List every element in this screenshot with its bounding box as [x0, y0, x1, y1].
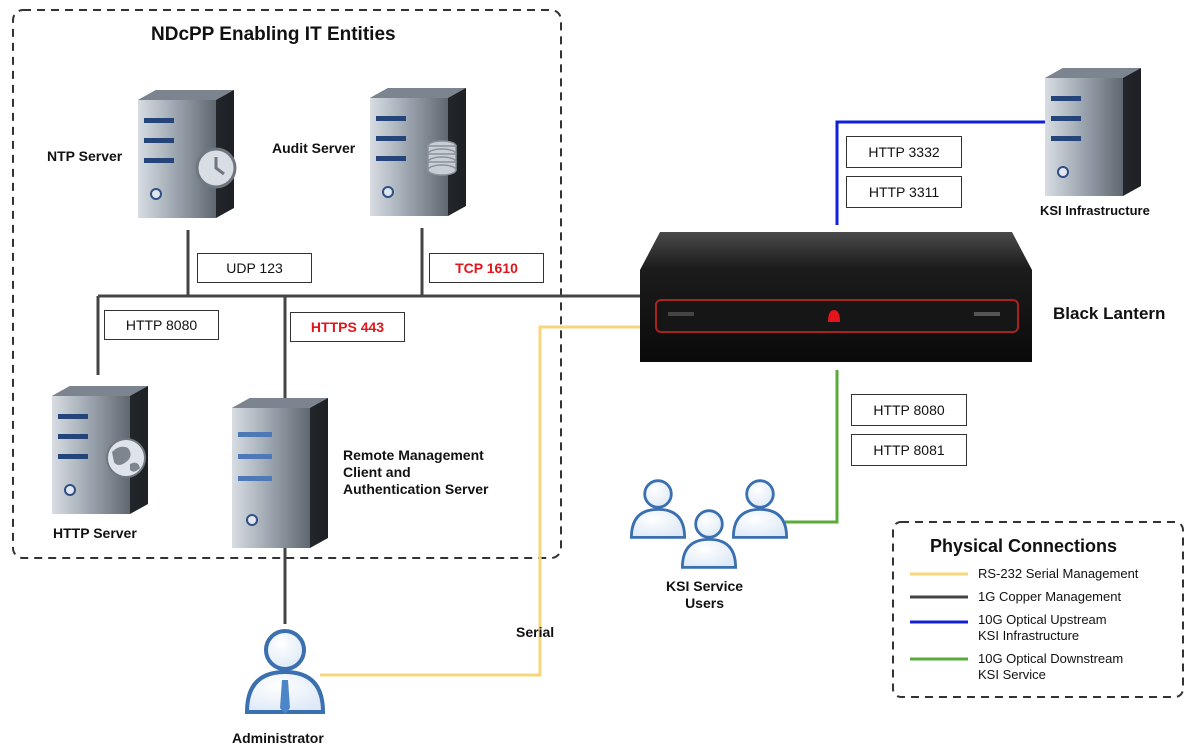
http-server-label: HTTP Server — [53, 525, 137, 541]
port-http-8080-left: HTTP 8080 — [104, 310, 219, 340]
ntp-server — [137, 89, 237, 219]
database-icon — [427, 140, 457, 176]
remote-management-label-line-2: Client and — [343, 464, 411, 480]
legend-box — [892, 521, 1184, 698]
serial-line — [320, 325, 640, 677]
port-http-3332: HTTP 3332 — [846, 136, 962, 168]
legend-title: Physical Connections — [930, 536, 1118, 556]
legend-upstream-line-1: 10G Optical Upstream — [978, 612, 1107, 627]
downstream-line — [785, 370, 839, 524]
http-server — [51, 385, 149, 515]
remote-management-label-line-3: Authentication Server — [343, 481, 489, 497]
user-icon — [630, 479, 686, 539]
globe-icon — [106, 438, 146, 478]
legend-upstream-line-2: KSI Infrastructure — [978, 628, 1080, 643]
administrator-icon — [245, 629, 325, 714]
port-udp-123: UDP 123 — [197, 253, 312, 283]
port-https-443: HTTPS 443 — [290, 312, 405, 342]
upstream-line — [835, 120, 1060, 225]
port-tcp-1610: TCP 1610 — [429, 253, 544, 283]
ntp-server-label: NTP Server — [47, 148, 123, 164]
remote-management-label-line-1: Remote Management — [343, 447, 484, 463]
user-icon — [681, 509, 737, 569]
ksi-infrastructure-label: KSI Infrastructure — [1040, 203, 1150, 218]
remote-management-label: Remote Management Client and Authenticat… — [343, 447, 488, 498]
black-lantern-label: Black Lantern — [1053, 304, 1166, 323]
ksi-users-line-2: Users — [685, 595, 724, 611]
clock-icon — [195, 147, 237, 189]
port-http-8080-right: HTTP 8080 — [851, 394, 967, 426]
audit-server — [369, 87, 467, 217]
port-http-3311: HTTP 3311 — [846, 176, 962, 208]
enclave-title: NDcPP Enabling IT Entities — [151, 24, 396, 45]
administrator-label: Administrator — [232, 730, 324, 746]
ksi-infrastructure-server — [1044, 67, 1142, 197]
ksi-users-line-1: KSI Service — [666, 578, 744, 594]
ksi-service-users-label: KSI Service Users — [666, 578, 743, 612]
enclave-boundary — [12, 9, 562, 559]
black-lantern-appliance — [640, 232, 1032, 362]
legend-downstream-line-2: KSI Service — [978, 667, 1046, 682]
legend-item-serial: RS-232 Serial Management — [978, 566, 1139, 581]
legend-item-upstream: 10G Optical Upstream KSI Infrastructure — [978, 612, 1107, 644]
user-icon — [732, 479, 788, 539]
serial-label: Serial — [516, 624, 555, 640]
audit-server-label: Audit Server — [272, 140, 356, 156]
legend-item-copper: 1G Copper Management — [978, 589, 1122, 604]
legend-downstream-line-1: 10G Optical Downstream — [978, 651, 1124, 666]
copper-lines — [96, 228, 640, 624]
legend-item-downstream: 10G Optical Downstream KSI Service — [978, 651, 1123, 683]
port-http-8081: HTTP 8081 — [851, 434, 967, 466]
remote-management-server — [232, 398, 328, 548]
